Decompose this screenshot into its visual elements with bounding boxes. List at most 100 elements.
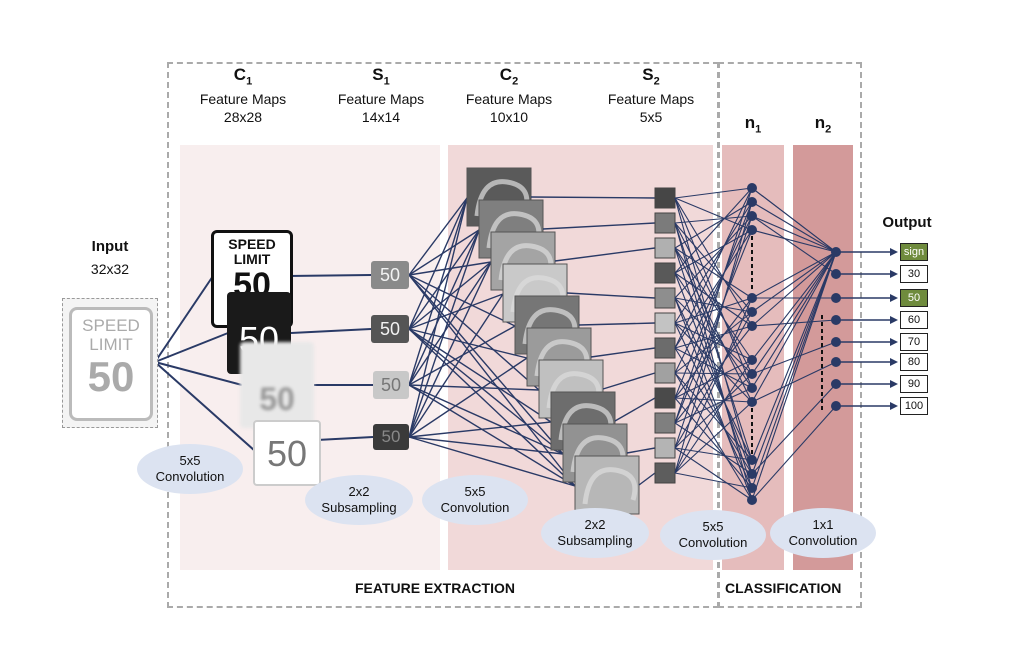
edge-c2-s2-10 xyxy=(638,472,656,486)
neuron-header-n1: n1 xyxy=(744,113,762,136)
output-class-sign: sign xyxy=(900,243,928,261)
s2-map-9 xyxy=(654,387,676,409)
edge-s2-n1-11-1 xyxy=(674,201,753,474)
edge-s1-c2-0-4 xyxy=(408,274,516,327)
edge-s2-n1-0-0 xyxy=(674,187,753,199)
edge-s2-n1-9-6 xyxy=(674,325,753,424)
edge-s2-n1-6-9 xyxy=(674,347,753,389)
edge-c2-s2-6 xyxy=(590,347,656,358)
edge-s2-n1-2-1 xyxy=(674,201,753,249)
arrow-output-6 xyxy=(890,358,898,366)
edge-s2-n1-3-0 xyxy=(674,187,753,274)
edge-n1-n2-b-14 xyxy=(751,405,837,501)
edge-n1-n2-a-12 xyxy=(751,251,837,475)
n1-neuron-6 xyxy=(747,307,757,317)
edge-s2-n1-3-3 xyxy=(674,229,753,274)
edge-s1-c2-3-3 xyxy=(408,293,504,438)
edge-c2-s2-3 xyxy=(554,247,656,262)
edge-s2-n1-0-9 xyxy=(674,197,753,389)
n1-neuron-11 xyxy=(747,397,757,407)
edge-n1-n2-b-8 xyxy=(751,341,837,375)
arrow-output-8 xyxy=(890,402,898,410)
edge-s1-c2-3-1 xyxy=(408,229,480,438)
neuron-header-n2: n2 xyxy=(814,113,832,136)
s2-map-6 xyxy=(654,312,676,334)
output-class-80: 80 xyxy=(900,353,928,371)
edge-s2-n1-9-3 xyxy=(674,229,753,424)
edge-s1-c2-3-0 xyxy=(408,197,468,438)
s2-map-2 xyxy=(654,212,676,234)
c2-map-stroke-4 xyxy=(510,275,566,313)
output-class-70: 70 xyxy=(900,333,928,351)
edge-s1-c2-3-8 xyxy=(408,436,564,455)
c2-map-stroke-9 xyxy=(570,435,626,473)
arrow-output-4 xyxy=(890,316,898,324)
output-class-90: 90 xyxy=(900,375,928,393)
edge-n1-n2-a-8 xyxy=(751,251,837,375)
s1-map-2: 50 xyxy=(371,315,409,343)
edge-s2-n1-6-0 xyxy=(674,187,753,349)
arrow-output-2 xyxy=(890,270,898,278)
edge-n1-n2-a-10 xyxy=(751,251,837,403)
edge-s1-c2-3-9 xyxy=(408,436,576,487)
edge-c2-s2-4 xyxy=(566,292,656,299)
edge-n1-n2-b-6 xyxy=(751,319,837,327)
edge-n1-n2-a-11 xyxy=(751,251,837,461)
edge-s2-n1-10-2 xyxy=(674,215,753,449)
edge-s2-n1-10-5 xyxy=(674,311,753,449)
edge-s1-c2-2-2 xyxy=(408,261,492,386)
edge-s2-n1-2-10 xyxy=(674,247,753,403)
output-class-60: 60 xyxy=(900,311,928,329)
n1-neuron-12 xyxy=(747,455,757,465)
edge-c2-s2-8 xyxy=(614,397,656,422)
edge-s2-n1-7-5 xyxy=(674,311,753,374)
edge-s1-c2-3-2 xyxy=(408,261,492,438)
input-size: 32x32 xyxy=(90,261,130,277)
edge-s2-n1-10-14 xyxy=(674,447,753,501)
edge-n1-n2-a-3 xyxy=(751,229,837,253)
s2-map-5 xyxy=(654,287,676,309)
edge-n1-n2-b-2 xyxy=(751,215,837,275)
edge-c2-s2-9 xyxy=(626,447,656,454)
edge-s2-n1-8-10 xyxy=(674,397,753,403)
edge-n1-n2-a-7 xyxy=(751,251,837,361)
n1-neuron-3 xyxy=(747,211,757,221)
edge-s1-c2-0-1 xyxy=(408,229,480,276)
edge-s1-c2-1-7 xyxy=(408,328,552,423)
edge-s2-n1-9-0 xyxy=(674,187,753,424)
edge-input-c1-4 xyxy=(154,361,256,452)
edge-s2-n1-0-3 xyxy=(674,197,753,231)
edge-c1-s1-1 xyxy=(287,274,372,277)
n1-neuron-13 xyxy=(747,469,757,479)
s1-map-1: 50 xyxy=(371,261,409,289)
edge-c1-s1-2 xyxy=(290,328,372,334)
input-sign-number: 50 xyxy=(87,353,135,400)
edge-s1-c2-0-6 xyxy=(408,274,540,391)
edge-s1-c2-0-9 xyxy=(408,274,576,487)
edge-n1-n2-b-0 xyxy=(751,187,837,253)
edge-s2-n1-8-13 xyxy=(674,397,753,489)
n1-neuron-9 xyxy=(747,369,757,379)
edge-n1-n2-b-10 xyxy=(751,361,837,403)
edge-s1-c2-0-8 xyxy=(408,274,564,455)
edge-s2-n1-11-4 xyxy=(674,297,753,474)
edge-input-c1-2 xyxy=(154,332,229,363)
n1-neuron-10 xyxy=(747,383,757,393)
output-title: Output xyxy=(882,214,932,231)
edge-s2-n1-8-1 xyxy=(674,201,753,399)
edge-s1-c2-1-5 xyxy=(408,328,528,359)
arrow-output-7 xyxy=(890,380,898,388)
edge-s2-n1-7-8 xyxy=(674,372,753,375)
edge-s2-n1-8-4 xyxy=(674,297,753,399)
edge-c2-s2-1 xyxy=(530,196,656,199)
arrow-output-3 xyxy=(890,294,898,302)
s2-map-8 xyxy=(654,362,676,384)
c2-map-stroke-10 xyxy=(582,467,638,505)
edge-n1-n2-a-9 xyxy=(751,251,837,389)
edge-s2-n1-5-1 xyxy=(674,201,753,324)
edge-s1-c2-2-0 xyxy=(408,197,468,386)
